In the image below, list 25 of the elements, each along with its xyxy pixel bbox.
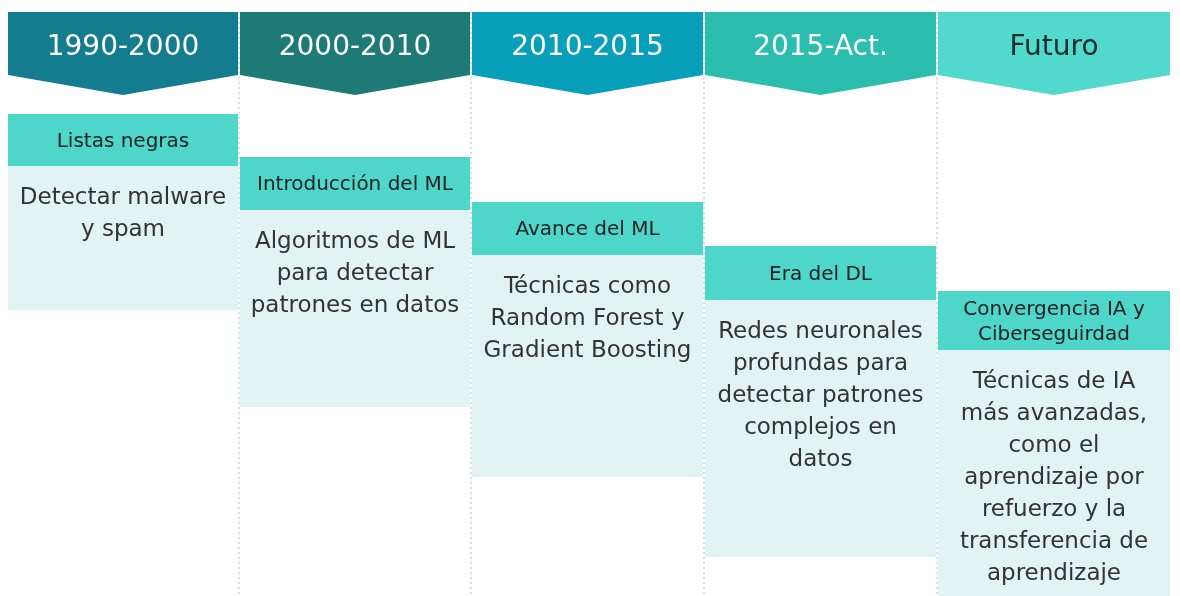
period-label: 2010-2015 [510,29,665,62]
heading-band [240,157,470,210]
description-panel [240,210,470,407]
period-label: 2015-Act. [752,29,889,62]
description-panel [705,300,936,557]
heading-text: Convergencia IA y Ciberseguirdad [962,295,1146,346]
description-text: Redes neuronales profundas para detectar patrones complejos en datos [717,317,924,471]
heading-text: Avance del ML [515,216,660,241]
period-label: 2000-2010 [277,29,433,62]
heading-text: Introducción del ML [257,171,453,196]
period-label: Futuro [1008,29,1100,62]
description-text: Detectar malware y spam [19,183,227,241]
period-label: 1990-2000 [45,29,201,62]
description-text: Técnicas como Random Forest y Gradient Boosting [483,272,692,362]
description-panel [8,166,238,310]
heading-band [705,246,936,300]
heading-band [938,291,1170,350]
description-text: Algoritmos de ML para detectar patrones en datos [250,227,460,317]
heading-text: Listas negras [56,127,190,153]
description-panel [938,350,1170,596]
heading-text: Era del DL [769,260,872,286]
description-panel [472,255,703,477]
heading-band [8,114,238,166]
heading-band [472,202,703,255]
description-text: Técnicas de IA más avanzadas, como el aprendizaje por refuerzo y la transferencia de aprendizaje [959,367,1149,585]
